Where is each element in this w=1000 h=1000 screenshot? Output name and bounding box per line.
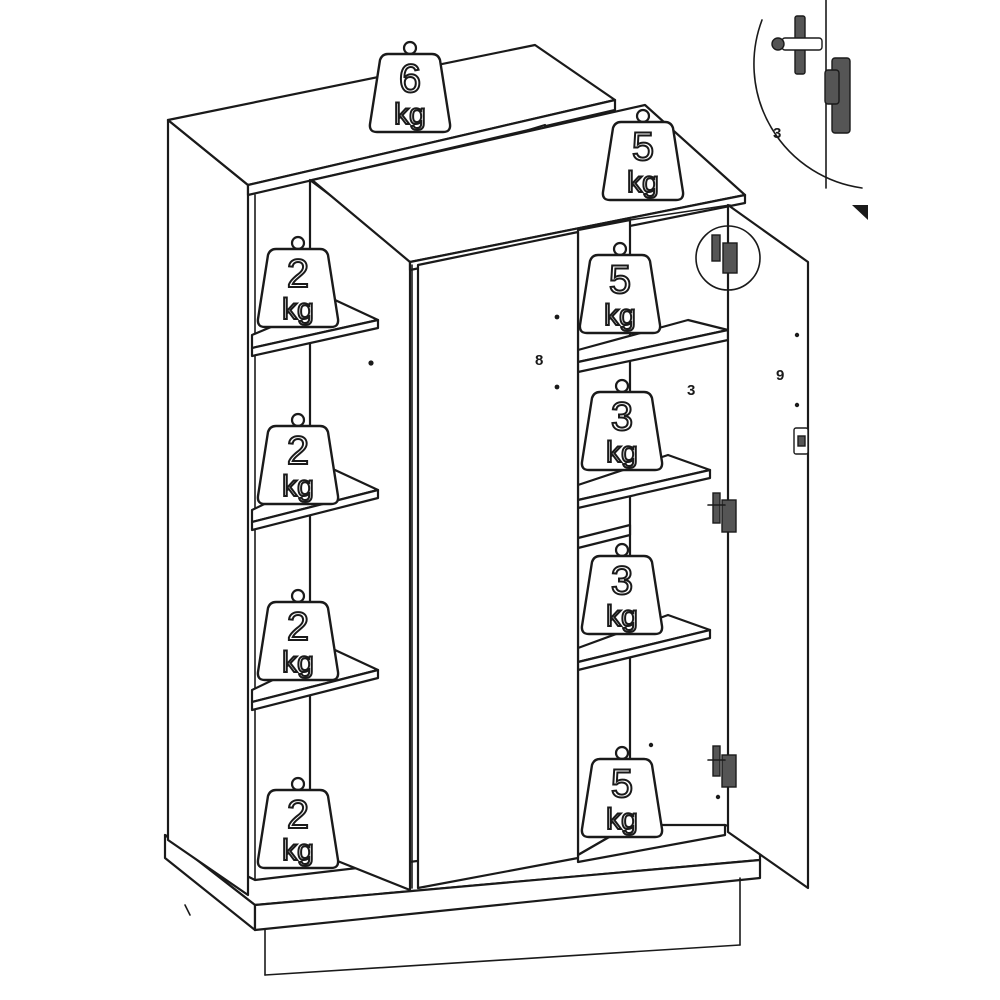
weight-unit: kg bbox=[627, 166, 659, 199]
callout-detail-part: 3 bbox=[773, 125, 781, 142]
weight-number: 2 bbox=[287, 793, 309, 837]
callout-center-door-part: 8 bbox=[535, 352, 543, 369]
weight-right-shelf-3: 3kg bbox=[580, 542, 664, 636]
weight-left-shelf-3: 2kg bbox=[256, 588, 340, 682]
weight-right-bottom: 5kg bbox=[580, 745, 664, 839]
weight-right-shelf-1: 5kg bbox=[578, 241, 662, 335]
weight-number: 2 bbox=[287, 605, 309, 649]
weight-unit: kg bbox=[282, 834, 314, 867]
weight-icon bbox=[256, 788, 340, 870]
weight-icon bbox=[256, 424, 340, 506]
weight-hook-icon bbox=[290, 588, 306, 604]
callout-inner-part: 3 bbox=[687, 382, 695, 399]
weight-unit: kg bbox=[282, 470, 314, 503]
weight-left-shelf-1: 2kg bbox=[256, 235, 340, 329]
weight-icon bbox=[256, 600, 340, 682]
hinge-detail-inset: 3 bbox=[753, 0, 868, 220]
weight-unit: kg bbox=[604, 299, 636, 332]
weight-icon bbox=[580, 554, 664, 636]
weight-number: 2 bbox=[287, 252, 309, 296]
weight-number: 3 bbox=[611, 395, 633, 439]
weight-number: 5 bbox=[609, 258, 631, 302]
weight-icon bbox=[368, 52, 452, 134]
weight-icon bbox=[580, 390, 664, 472]
weight-number: 3 bbox=[611, 559, 633, 603]
weight-number: 5 bbox=[632, 125, 654, 169]
weight-hook-icon bbox=[290, 235, 306, 251]
callout-open-door-part: 9 bbox=[776, 367, 784, 384]
hinge-icon bbox=[707, 745, 737, 788]
weight-top-right: 5kg bbox=[601, 108, 685, 202]
weight-hook-icon bbox=[290, 412, 306, 428]
weight-icon bbox=[601, 120, 685, 202]
weight-left-shelf-2: 2kg bbox=[256, 412, 340, 506]
weight-unit: kg bbox=[394, 98, 426, 131]
weight-left-bottom: 2kg bbox=[256, 776, 340, 870]
weight-icon bbox=[578, 253, 662, 335]
weight-unit: kg bbox=[606, 600, 638, 633]
detail-marker-circle bbox=[695, 225, 761, 291]
right-cabinet-section bbox=[310, 103, 810, 890]
weight-hook-icon bbox=[402, 40, 418, 56]
weight-unit: kg bbox=[606, 436, 638, 469]
pointer-arrow-icon bbox=[852, 205, 868, 220]
weight-unit: kg bbox=[606, 803, 638, 836]
hinge-icon bbox=[707, 492, 737, 533]
weight-number: 2 bbox=[287, 429, 309, 473]
weight-icon bbox=[580, 757, 664, 839]
weight-unit: kg bbox=[282, 293, 314, 326]
weight-number: 5 bbox=[611, 762, 633, 806]
weight-top-left: 6kg bbox=[368, 40, 452, 134]
weight-number: 6 bbox=[399, 57, 421, 101]
weight-hook-icon bbox=[290, 776, 306, 792]
weight-unit: kg bbox=[282, 646, 314, 679]
weight-icon bbox=[256, 247, 340, 329]
hinge-icon bbox=[711, 234, 738, 274]
weight-right-shelf-2: 3kg bbox=[580, 378, 664, 472]
